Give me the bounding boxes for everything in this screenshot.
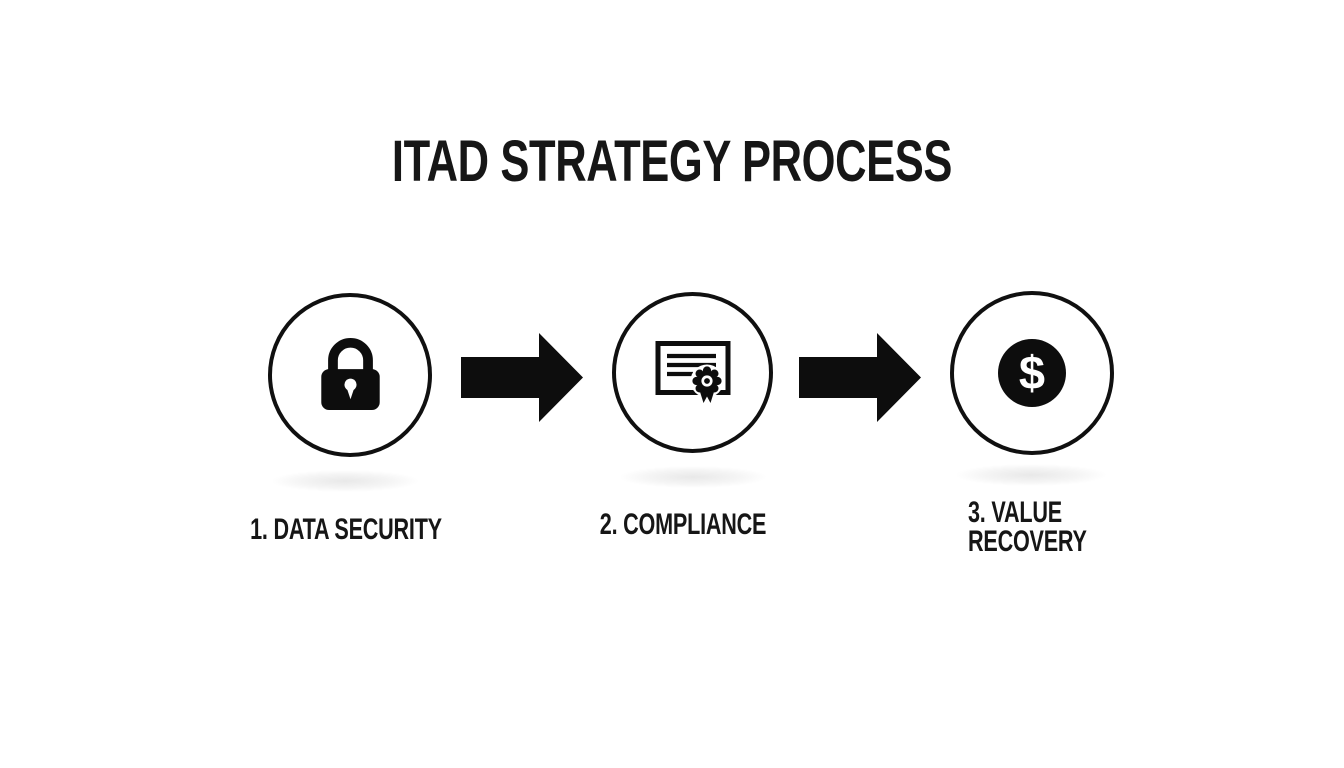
step-label-data-security: 1. DATA SECURITY [250,513,442,546]
circle-shadow [956,464,1106,486]
certificate-icon [655,340,731,409]
arrow-right-icon [461,333,583,422]
dollar-coin-icon: $ [998,339,1066,407]
step-1-circle [268,293,432,457]
diagram-title: ITAD STRATEGY PROCESS [391,129,953,194]
step-label-compliance: 2. COMPLIANCE [599,508,767,541]
lock-icon [320,336,381,415]
circle-shadow [272,470,418,492]
circle-shadow [620,466,766,488]
dollar-symbol: $ [1018,345,1046,399]
step-2-circle [612,292,773,453]
step-label-value-recovery: 3. VALUE RECOVERY [968,496,1087,558]
step-3-circle: $ [950,291,1114,455]
arrow-right-icon [799,333,921,422]
